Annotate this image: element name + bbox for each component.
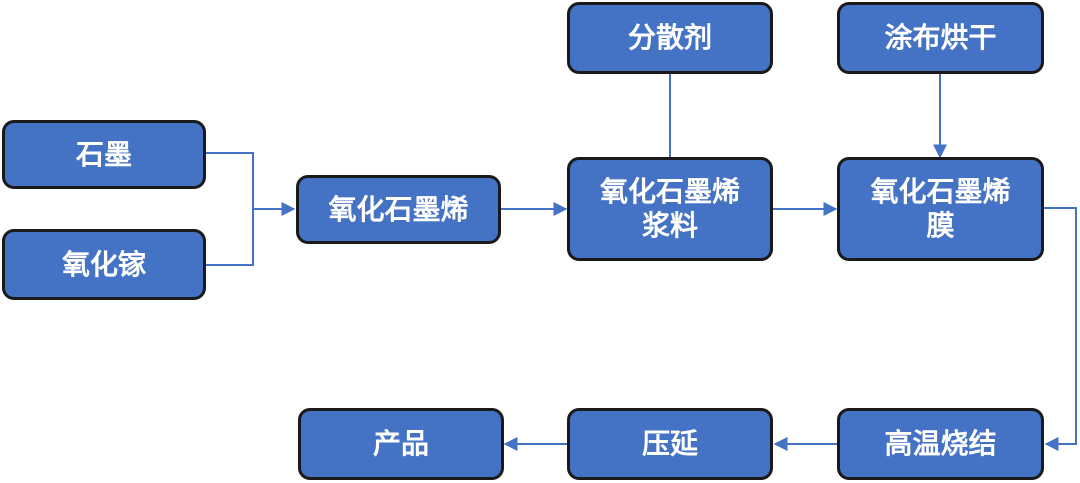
graphite-label: 石墨 <box>75 137 132 171</box>
coating-drying-box: 涂布烘干 <box>837 2 1044 74</box>
film-box: 氧化石墨烯 膜 <box>837 157 1044 261</box>
dispersant-box: 分散剂 <box>567 2 773 74</box>
dispersant-label: 分散剂 <box>627 21 712 54</box>
sintering-box: 高温烧结 <box>837 408 1044 480</box>
sintering-label: 高温烧结 <box>884 427 997 460</box>
connector-gallium-oxide-to-junction <box>205 209 254 266</box>
product-box: 产品 <box>298 408 504 480</box>
rolling-label: 压延 <box>641 427 698 460</box>
slurry-label: 氧化石墨烯 浆料 <box>599 175 740 242</box>
slurry-box: 氧化石墨烯 浆料 <box>567 157 773 261</box>
graphene-oxide-box: 氧化石墨烯 <box>296 175 501 244</box>
graphene-oxide-label: 氧化石墨烯 <box>328 192 469 226</box>
film-label: 氧化石墨烯 膜 <box>870 175 1011 242</box>
arrow-film-to-sintering <box>1043 207 1077 451</box>
graphite-box: 石墨 <box>2 120 206 189</box>
coating-drying-label: 涂布烘干 <box>884 21 997 54</box>
rolling-box: 压延 <box>567 408 773 480</box>
gallium-oxide-box: 氧化镓 <box>2 229 206 300</box>
connector-graphite-to-junction <box>205 152 254 209</box>
product-label: 产品 <box>372 427 429 460</box>
gallium-oxide-label: 氧化镓 <box>61 247 146 281</box>
